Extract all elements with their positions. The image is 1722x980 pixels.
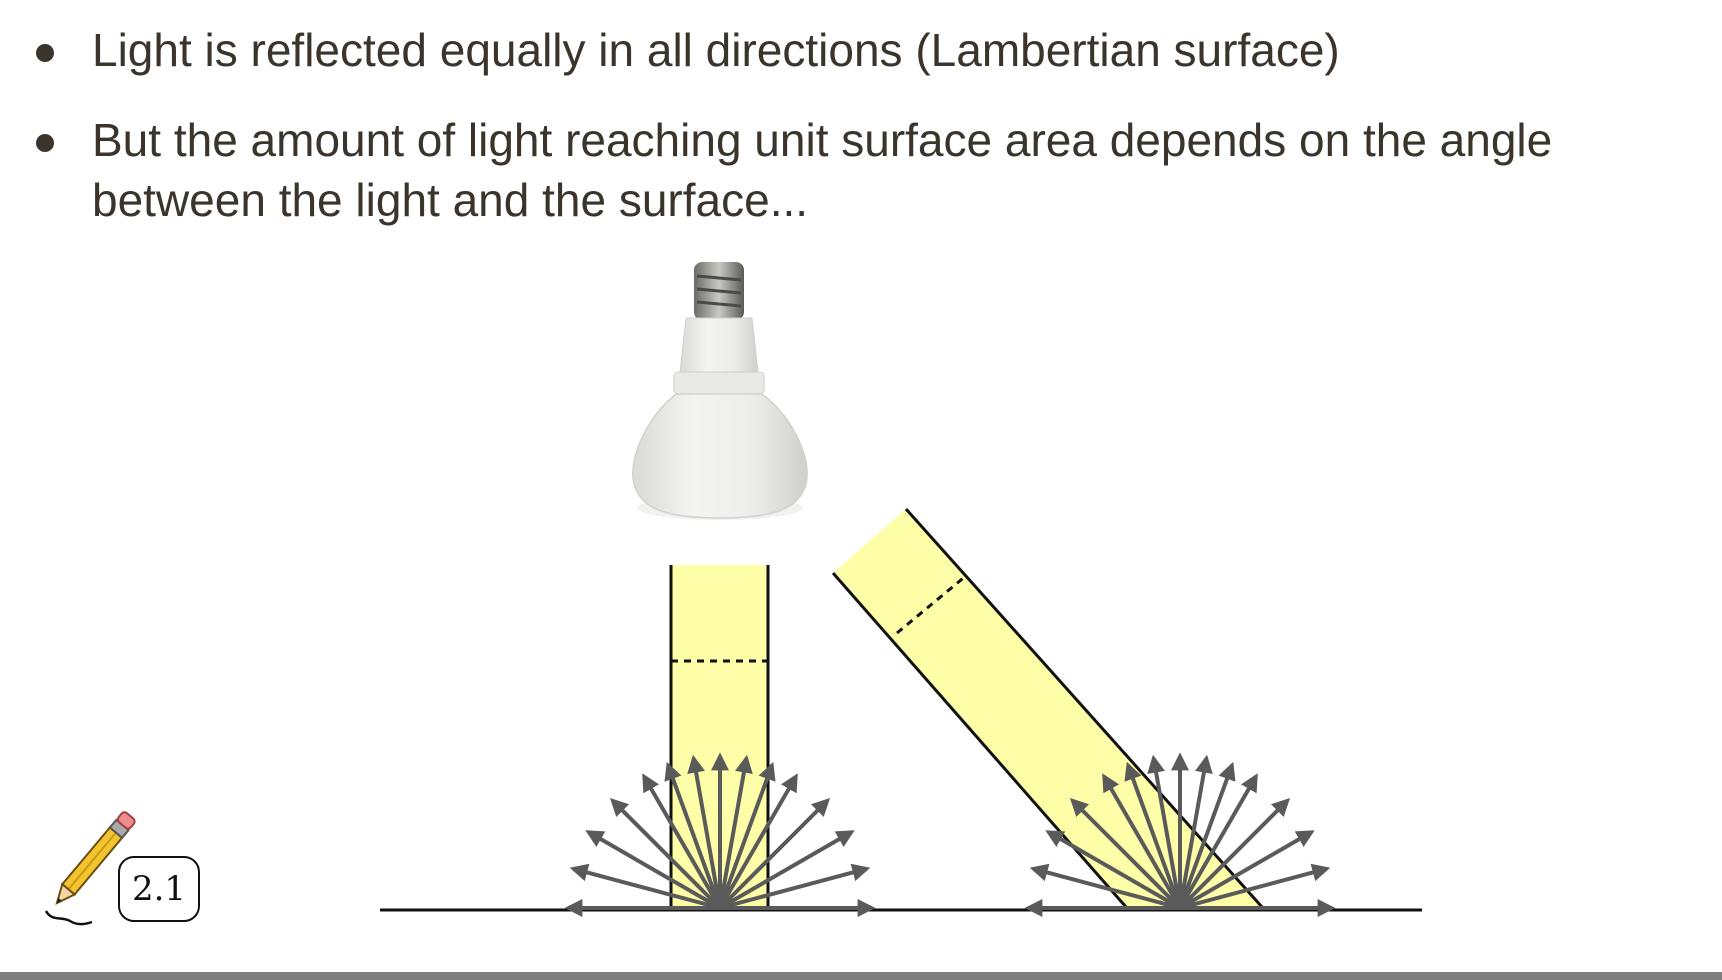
bullet-text: Light is reflected equally in all direct… — [92, 24, 1340, 76]
reflection-arrow — [569, 863, 721, 910]
bullet-dot — [36, 44, 54, 62]
reflection-arrow — [687, 754, 722, 909]
reflection-arrow — [719, 863, 871, 910]
reflection-arrow — [718, 797, 831, 910]
reflection-arrow — [1178, 754, 1213, 909]
reflection-arrow — [1179, 863, 1331, 910]
pencil-icon — [55, 811, 136, 906]
reflection-arrows-left — [564, 752, 876, 917]
light-bulb-icon — [632, 262, 808, 520]
reflection-arrow — [664, 761, 722, 909]
reflection-arrow — [1045, 830, 1182, 910]
reflection-arrow — [1069, 797, 1182, 910]
bullet-item: Light is reflected equally in all direct… — [30, 20, 1700, 80]
reflection-arrow — [1124, 761, 1182, 909]
reflection-arrow — [1029, 863, 1181, 910]
reflection-arrow — [1147, 754, 1182, 909]
pencil-scribble — [44, 910, 93, 926]
bullet-text: But the amount of light reaching unit su… — [92, 114, 1553, 226]
reflection-arrow — [1178, 773, 1258, 910]
reflection-arrow — [718, 773, 798, 910]
bullet-item: But the amount of light reaching unit su… — [30, 110, 1700, 230]
bullet-dot — [36, 134, 54, 152]
reflection-arrow — [585, 830, 722, 910]
reflection-arrow — [609, 797, 722, 910]
reflection-arrow — [1178, 761, 1236, 909]
reflection-arrow — [718, 761, 776, 909]
footer-bar — [0, 972, 1722, 980]
reflection-arrow — [718, 830, 855, 910]
reflection-arrow — [642, 773, 722, 910]
reflection-arrow — [1178, 797, 1291, 910]
reflection-arrows-right — [1024, 752, 1336, 917]
unit-width-marker — [896, 573, 968, 635]
reflection-arrow — [718, 754, 753, 909]
reflection-arrow — [1178, 830, 1315, 910]
slide-number-badge: 2.1 — [118, 856, 200, 922]
bullet-list: Light is reflected equally in all direct… — [30, 20, 1700, 260]
reflection-arrow — [1102, 773, 1182, 910]
